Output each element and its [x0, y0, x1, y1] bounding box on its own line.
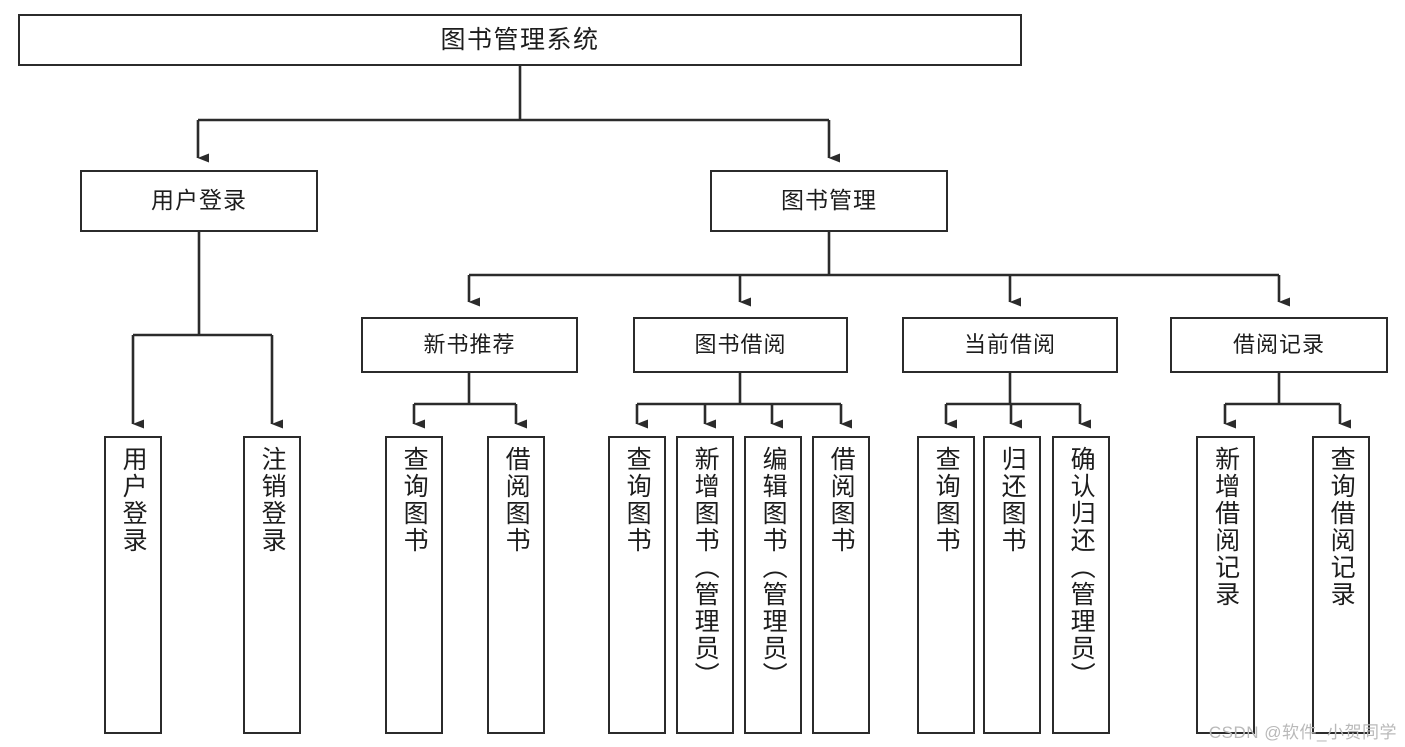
node-leaf-add-book[interactable]: 新增图书（管理员）	[676, 436, 734, 734]
node-borrow-record-label: 借阅记录	[1232, 331, 1325, 357]
node-leaf-query-book-1-label: 查询图书	[400, 446, 429, 554]
node-leaf-return-book-label: 归还图书	[998, 446, 1027, 554]
node-user-login[interactable]: 用户登录	[80, 170, 318, 232]
node-root-label: 图书管理系统	[440, 26, 600, 54]
node-leaf-user-login[interactable]: 用户登录	[104, 436, 162, 734]
node-leaf-query-record-label: 查询借阅记录	[1327, 446, 1356, 608]
node-leaf-add-record[interactable]: 新增借阅记录	[1196, 436, 1255, 734]
node-borrow-record[interactable]: 借阅记录	[1170, 317, 1388, 373]
node-leaf-add-book-label: 新增图书（管理员）	[691, 446, 720, 689]
node-leaf-logout-login-label: 注销登录	[258, 446, 287, 554]
node-leaf-query-book-2[interactable]: 查询图书	[608, 436, 666, 734]
node-leaf-query-book-2-label: 查询图书	[623, 446, 652, 554]
node-leaf-confirm-return[interactable]: 确认归还（管理员）	[1052, 436, 1110, 734]
node-leaf-borrow-book-2[interactable]: 借阅图书	[812, 436, 870, 734]
node-book-manage-label: 图书管理	[781, 187, 877, 214]
node-leaf-edit-book[interactable]: 编辑图书（管理员）	[744, 436, 802, 734]
node-leaf-query-book-1[interactable]: 查询图书	[385, 436, 443, 734]
node-leaf-query-book-3-label: 查询图书	[932, 446, 961, 554]
node-book-borrow[interactable]: 图书借阅	[633, 317, 848, 373]
node-user-login-label: 用户登录	[151, 187, 247, 214]
node-leaf-confirm-return-label: 确认归还（管理员）	[1067, 446, 1096, 689]
node-book-manage[interactable]: 图书管理	[710, 170, 948, 232]
watermark: CSDN @软件_小贺同学	[1208, 723, 1397, 742]
node-new-book-recommend[interactable]: 新书推荐	[361, 317, 578, 373]
node-leaf-add-record-label: 新增借阅记录	[1211, 446, 1240, 608]
node-leaf-borrow-book-1-label: 借阅图书	[502, 446, 531, 554]
node-leaf-borrow-book-1[interactable]: 借阅图书	[487, 436, 545, 734]
node-leaf-logout-login[interactable]: 注销登录	[243, 436, 301, 734]
node-leaf-query-record[interactable]: 查询借阅记录	[1312, 436, 1370, 734]
node-leaf-return-book[interactable]: 归还图书	[983, 436, 1041, 734]
node-leaf-borrow-book-2-label: 借阅图书	[827, 446, 856, 554]
node-root[interactable]: 图书管理系统	[18, 14, 1022, 66]
node-new-book-recommend-label: 新书推荐	[423, 331, 516, 357]
node-book-borrow-label: 图书借阅	[694, 331, 787, 357]
node-current-borrow-label: 当前借阅	[963, 331, 1056, 357]
node-current-borrow[interactable]: 当前借阅	[902, 317, 1118, 373]
node-leaf-edit-book-label: 编辑图书（管理员）	[759, 446, 788, 689]
node-leaf-user-login-label: 用户登录	[119, 446, 148, 554]
node-leaf-query-book-3[interactable]: 查询图书	[917, 436, 975, 734]
